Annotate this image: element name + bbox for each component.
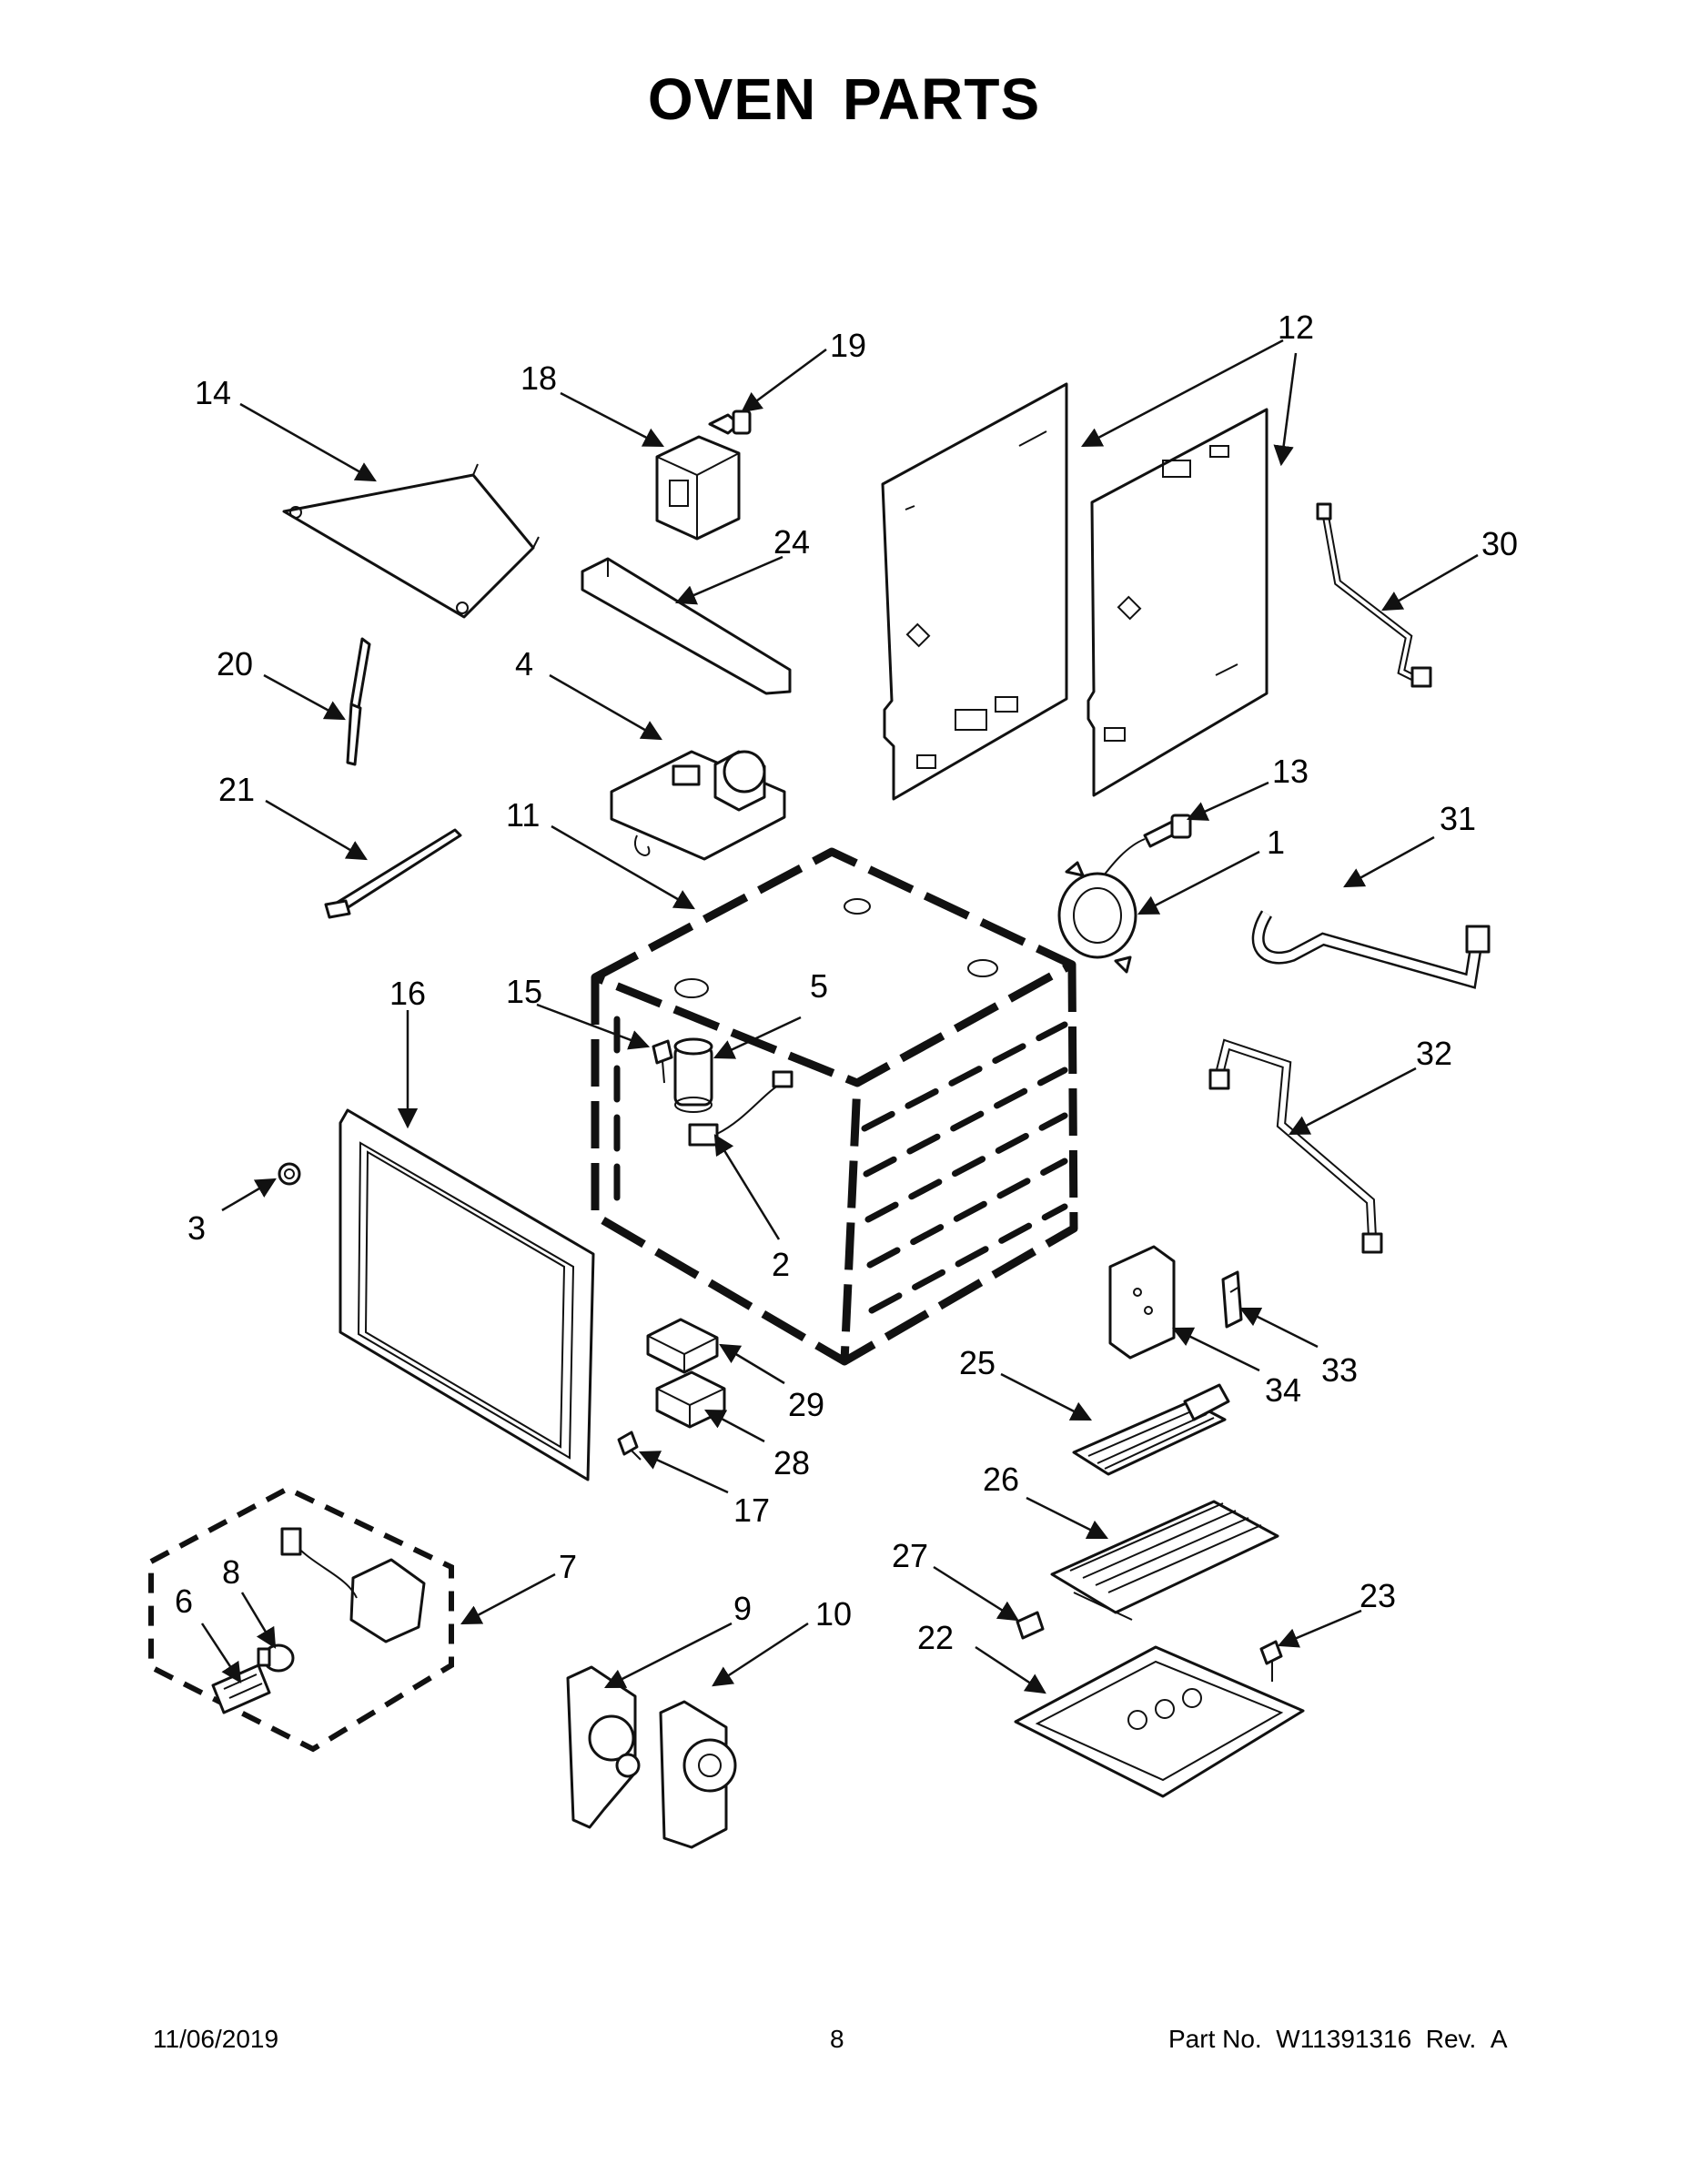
callout-31: 31 (1440, 800, 1476, 837)
callout-30: 30 (1481, 525, 1518, 562)
callout-7: 7 (559, 1548, 577, 1585)
leader-lines (200, 339, 1479, 1694)
callout-8: 8 (222, 1553, 240, 1591)
part-24-rail (581, 557, 792, 695)
callout-34: 34 (1265, 1371, 1301, 1409)
part-12-rear-panel-right (1087, 408, 1269, 797)
part-10-hinge (659, 1700, 737, 1849)
part-23-screw (1259, 1640, 1283, 1682)
part-6-lens (211, 1663, 271, 1714)
part-5-cylinder (673, 1037, 713, 1113)
callout-27: 27 (892, 1537, 928, 1574)
callout-15: 15 (506, 973, 542, 1010)
part-11-oven-cavity (591, 847, 1078, 1366)
part-19-screw (708, 410, 752, 435)
part-13-sensor (1100, 814, 1192, 880)
callout-18: 18 (521, 359, 557, 397)
part-27-clip (1016, 1611, 1045, 1640)
callout-33: 33 (1321, 1351, 1358, 1389)
part-label: Part No. (1168, 2025, 1262, 2053)
callout-24: 24 (773, 523, 810, 561)
part-number-value: W11391316 (1276, 2025, 1412, 2053)
part-34-plate (1108, 1245, 1176, 1360)
callout-17: 17 (733, 1491, 770, 1529)
footer-page-number: 8 (830, 2025, 844, 2053)
part-9-hinge (566, 1665, 641, 1829)
callout-26: 26 (983, 1461, 1019, 1498)
part-20-igniter-rod (346, 637, 371, 766)
part-16-front-frame (339, 1108, 595, 1481)
part-18-bracket-box (655, 435, 741, 541)
callout-12: 12 (1278, 308, 1314, 346)
callout-28: 28 (773, 1444, 810, 1481)
part-21-rod (324, 828, 462, 919)
page-title: OVEN PARTS (647, 66, 1041, 132)
part-28-block (655, 1370, 726, 1429)
part-32-gas-tube (1208, 1038, 1383, 1254)
callout-1: 1 (1267, 824, 1285, 861)
part-22-burner-tray (1014, 1645, 1305, 1798)
part-3-plug (278, 1162, 301, 1186)
rev-value: A (1490, 2025, 1508, 2053)
callout-2: 2 (772, 1246, 790, 1283)
part-1-gasket (1057, 861, 1137, 974)
callout-11: 11 (506, 796, 540, 834)
callout-13: 13 (1272, 753, 1309, 790)
part-29-bracket (646, 1318, 719, 1374)
part-8-bulb (257, 1643, 295, 1673)
callout-3: 3 (187, 1209, 206, 1247)
callout-20: 20 (217, 645, 253, 682)
part-14-bracket-plate (282, 463, 540, 619)
callout-22: 22 (917, 1619, 954, 1656)
part-2-connector (688, 1070, 793, 1147)
callout-10: 10 (815, 1595, 852, 1633)
part-17-screw (617, 1431, 642, 1461)
callout-29: 29 (788, 1386, 824, 1423)
part-30-gas-tube (1316, 502, 1432, 688)
callout-6: 6 (175, 1582, 193, 1620)
part-31-burner-tube (1251, 910, 1491, 989)
footer-part-number: Part No. W11391316 Rev. A (1168, 2025, 1508, 2054)
part-33-clip (1221, 1270, 1243, 1329)
callout-5: 5 (810, 967, 828, 1005)
callout-21: 21 (218, 771, 255, 808)
part-4-control-assembly (610, 750, 786, 861)
callout-16: 16 (389, 975, 426, 1012)
footer-date: 11/06/2019 (153, 2025, 279, 2053)
part-12-rear-panel-left (881, 382, 1068, 801)
part-15-screw (652, 1039, 673, 1084)
callout-4: 4 (515, 645, 533, 682)
callout-9: 9 (733, 1590, 752, 1627)
callout-14: 14 (195, 374, 231, 411)
callout-numbers: 14 18 19 12 24 30 20 4 21 11 13 1 31 15 … (175, 308, 1518, 1656)
callout-19: 19 (830, 327, 866, 364)
part-7-light-assembly-group (148, 1485, 454, 1753)
part-26-bake-burner (1050, 1500, 1279, 1621)
part-25-broil-burner (1072, 1383, 1230, 1476)
rev-label: Rev. (1425, 2025, 1477, 2053)
callout-23: 23 (1359, 1577, 1396, 1614)
callout-25: 25 (959, 1344, 996, 1381)
callout-32: 32 (1416, 1035, 1452, 1072)
